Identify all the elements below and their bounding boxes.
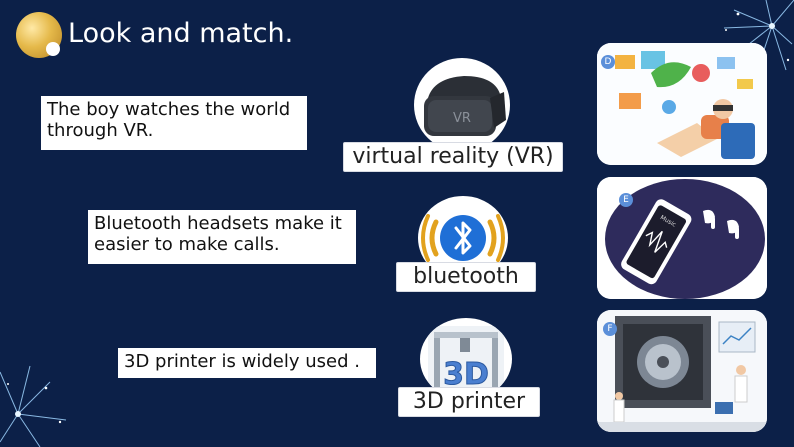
3d-printer-icon: 3D	[428, 326, 504, 396]
title-white-dot	[46, 42, 60, 56]
picture-card-d[interactable]: D	[597, 43, 767, 165]
card-d-badge: D	[601, 55, 615, 69]
card-e-letter: E	[623, 195, 629, 205]
sentence-3d-printer[interactable]: 3D printer is widely used .	[118, 348, 376, 378]
sentence-bluetooth[interactable]: Bluetooth headsets make it easier to mak…	[88, 210, 356, 264]
3d-printer-illustration	[597, 310, 767, 432]
label-3d-printer[interactable]: 3D printer	[398, 387, 540, 417]
card-f-badge: F	[603, 322, 617, 336]
3d-printer-image[interactable]: 3D	[420, 318, 512, 400]
vr-headset-image[interactable]: VR	[414, 58, 510, 152]
vr-illustration	[597, 43, 767, 165]
card-e-badge: E	[619, 193, 633, 207]
label-3d-printer-text: 3D printer	[412, 389, 526, 414]
picture-card-e[interactable]: Music E	[597, 177, 767, 299]
3d-printer-mark: 3D	[443, 357, 489, 392]
sparkle-decoration-bottom-left	[0, 365, 67, 447]
label-virtual-reality-text: virtual reality (VR)	[352, 144, 554, 169]
sentence-vr-text: The boy watches the world through VR.	[47, 99, 291, 141]
vr-headset-icon: VR	[424, 76, 506, 136]
bluetooth-icon	[421, 214, 505, 262]
card-f-letter: F	[607, 324, 613, 334]
vr-headset-mark: VR	[453, 111, 471, 126]
card-d-letter: D	[604, 57, 612, 67]
sentence-bluetooth-text: Bluetooth headsets make it easier to mak…	[94, 213, 342, 255]
label-bluetooth[interactable]: bluetooth	[396, 262, 536, 292]
page-title: Look and match.	[68, 18, 294, 49]
sentence-vr[interactable]: The boy watches the world through VR.	[41, 96, 307, 150]
picture-card-f[interactable]: F	[597, 310, 767, 432]
sentence-3d-printer-text: 3D printer is widely used .	[124, 351, 360, 372]
label-virtual-reality[interactable]: virtual reality (VR)	[343, 142, 563, 172]
label-bluetooth-text: bluetooth	[413, 264, 519, 289]
